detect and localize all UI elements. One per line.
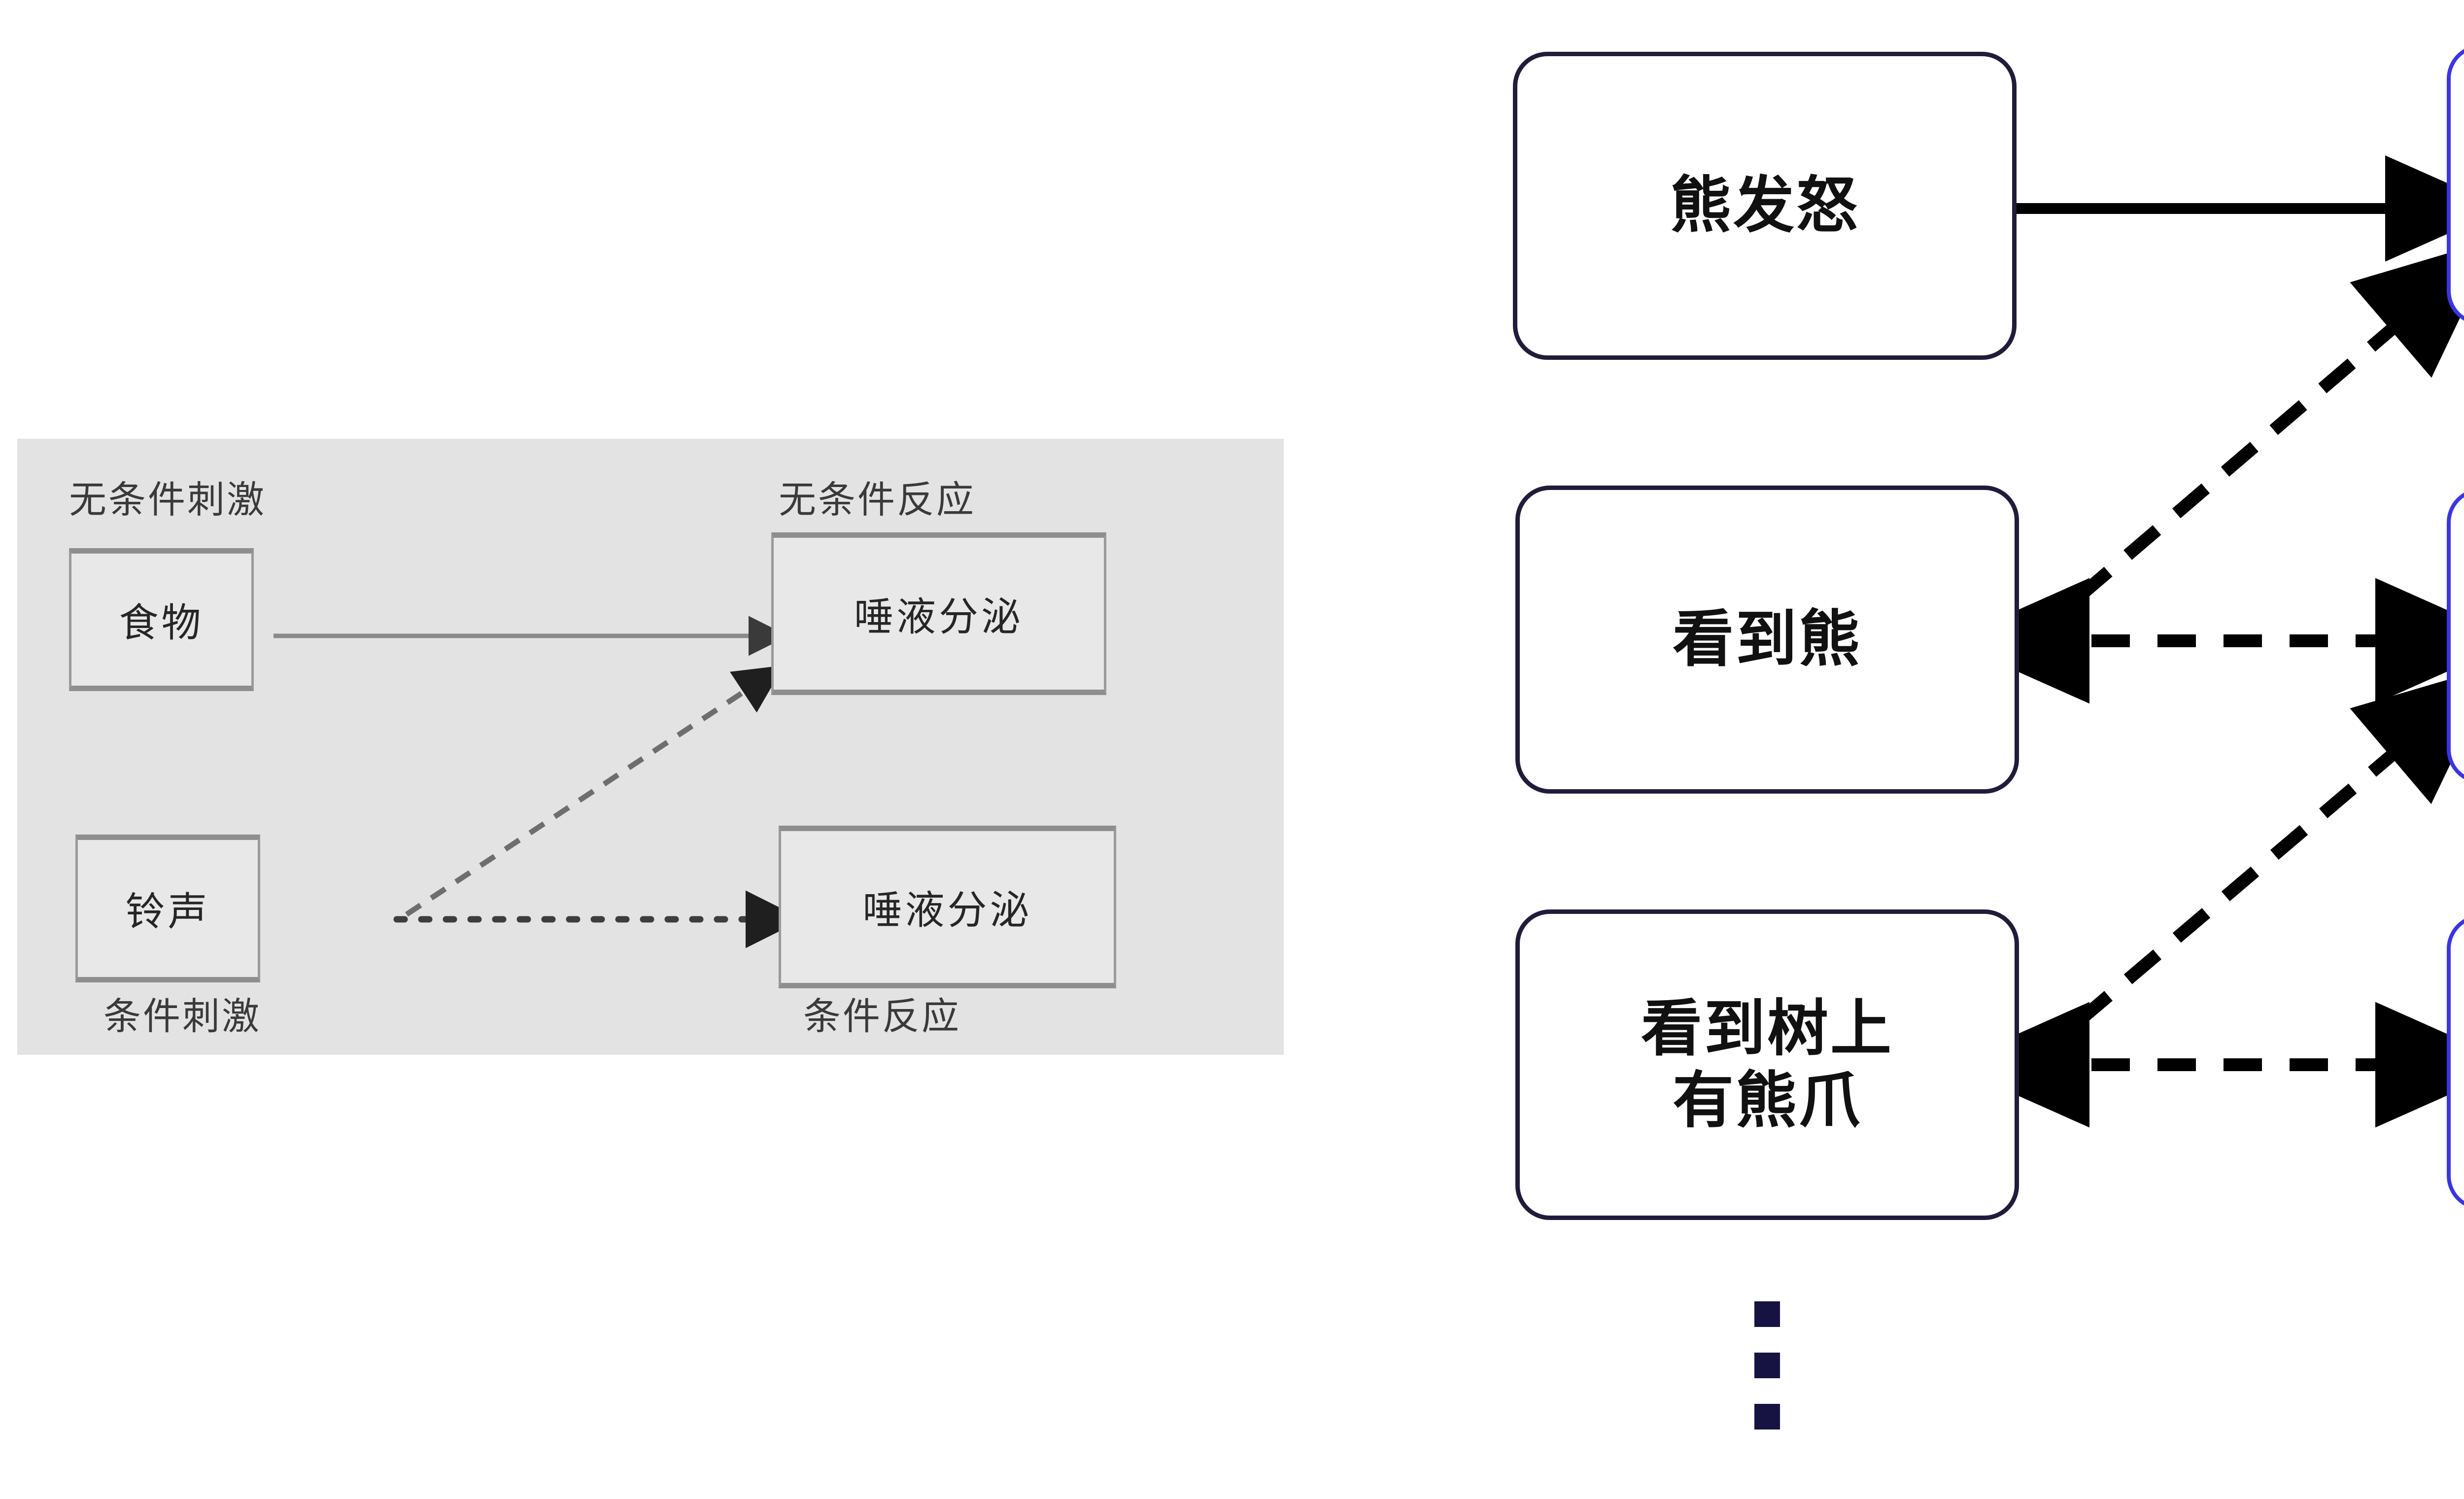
left-ellipsis-dot: [1754, 1404, 1780, 1429]
pavlov-box-bell-label: 铃声: [125, 889, 210, 935]
left-ellipsis-dot: [1754, 1353, 1780, 1378]
node-bear-angry-label: 熊发怒: [1670, 170, 1859, 242]
left-ellipsis: [1754, 1301, 1780, 1429]
node-see-bear-label: 看到熊: [1672, 604, 1862, 675]
pavlov-caption-conditioned-response: 条件反应: [803, 994, 961, 1038]
node-bear-angry[interactable]: 熊发怒: [1513, 52, 2017, 360]
left-ellipsis-dot: [1754, 1301, 1780, 1327]
node-see-bear[interactable]: 看到熊: [1515, 486, 2019, 794]
pavlov-box-salivation-cr-label: 唾液分泌: [862, 887, 1032, 933]
pavlov-box-food: 食物: [69, 548, 254, 691]
node-value-next-state[interactable]: V(s′): [2447, 488, 2464, 784]
node-value-state[interactable]: V(s): [2447, 914, 2464, 1210]
node-reward[interactable]: 奖励: [2447, 44, 2464, 325]
pavlov-caption-conditioned-stimulus: 条件刺激: [103, 994, 261, 1038]
node-claw-on-tree-label: 看到树上 有熊爪: [1641, 993, 1893, 1136]
pavlov-caption-unconditioned-stimulus: 无条件刺激: [69, 478, 266, 522]
pavlov-caption-unconditioned-response: 无条件反应: [779, 478, 976, 522]
node-claw-on-tree[interactable]: 看到树上 有熊爪: [1515, 909, 2019, 1220]
pavlov-box-salivation-cr: 唾液分泌: [779, 826, 1116, 988]
pavlov-box-salivation-ucr-label: 唾液分泌: [854, 594, 1024, 640]
pavlov-box-food-label: 食物: [119, 600, 204, 646]
classical-conditioning-panel: 无条件刺激 无条件反应 条件刺激 条件反应 食物 唾液分泌 铃声 唾液分泌: [17, 439, 1284, 1055]
pavlov-box-bell: 铃声: [75, 835, 260, 982]
pavlov-box-salivation-ucr: 唾液分泌: [771, 532, 1106, 695]
